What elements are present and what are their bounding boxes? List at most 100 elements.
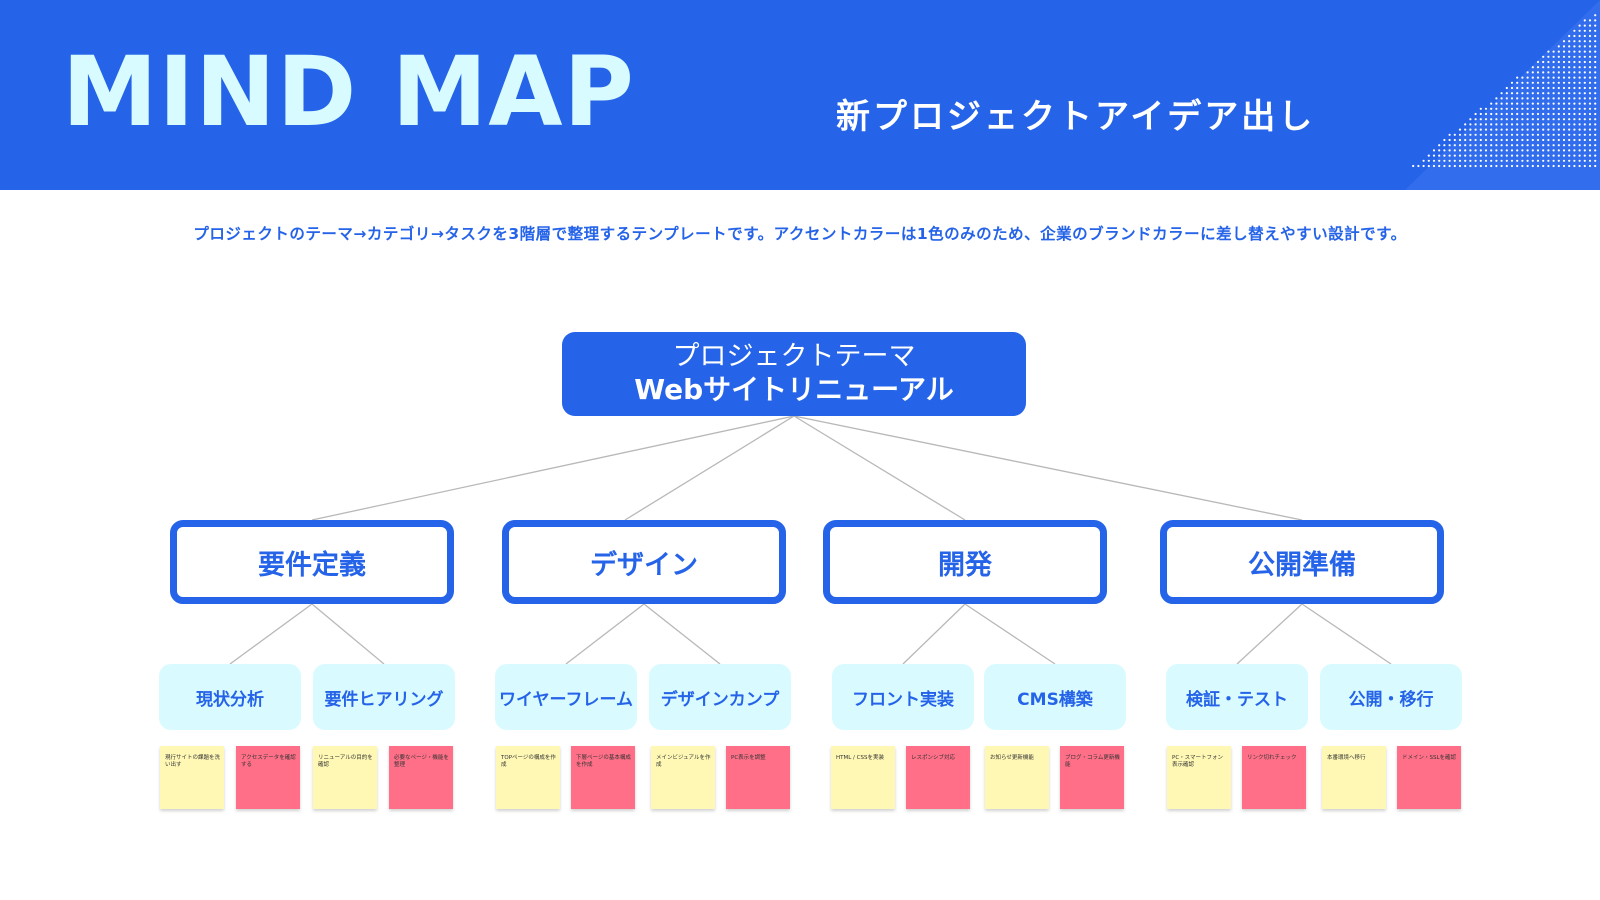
task-node-release-migration[interactable]: 公開・移行	[1320, 664, 1462, 730]
sticky-note[interactable]: アクセスデータを確認する	[236, 746, 300, 809]
decor-dot	[1588, 81, 1592, 84]
decor-dot	[1583, 76, 1586, 79]
category-node-design[interactable]: デザイン	[502, 520, 786, 604]
sticky-note[interactable]: 必要なページ・機能を整理	[389, 746, 453, 809]
decor-dot	[1568, 144, 1571, 147]
decor-dot	[1557, 149, 1560, 152]
decor-dot	[1500, 112, 1503, 116]
decor-dot	[1562, 107, 1566, 110]
decor-dot	[1484, 159, 1488, 162]
decor-dot	[1521, 154, 1524, 157]
decor-dot	[1474, 118, 1477, 121]
task-node-design-comp[interactable]: デザインカンプ	[649, 664, 791, 730]
decor-dot	[1594, 118, 1597, 121]
decor-dot	[1573, 97, 1576, 100]
decor-dot	[1516, 138, 1519, 142]
decor-dot	[1542, 164, 1545, 168]
connector-cat4-task1	[1236, 603, 1303, 665]
decor-dot	[1557, 92, 1560, 95]
task-node-cms-build[interactable]: CMS構築	[984, 664, 1126, 730]
decor-dot	[1552, 154, 1555, 157]
connector-cat2-task1	[565, 603, 645, 665]
decor-dot	[1536, 97, 1540, 100]
decor-dot	[1531, 112, 1534, 116]
decor-dot	[1557, 133, 1560, 136]
decor-dot	[1526, 76, 1529, 79]
decor-dot	[1583, 102, 1586, 105]
task-node-current-analysis[interactable]: 現状分析	[159, 664, 301, 730]
task-node-front-implementation[interactable]: フロント実装	[832, 664, 974, 730]
decor-dot	[1427, 154, 1430, 157]
decor-dot	[1469, 123, 1472, 126]
decor-dot	[1562, 138, 1566, 142]
decor-dot	[1526, 154, 1529, 157]
decor-dot	[1578, 24, 1581, 27]
sticky-note[interactable]: お知らせ更新機能	[985, 746, 1049, 809]
task-node-requirements-hearing[interactable]: 要件ヒアリング	[313, 664, 455, 730]
decor-dot	[1578, 102, 1581, 105]
decor-dot	[1495, 164, 1498, 168]
decor-dot	[1573, 66, 1576, 69]
decor-dot	[1552, 102, 1555, 105]
decor-dot	[1500, 144, 1503, 147]
sticky-note[interactable]: PC表示を調整	[726, 746, 790, 809]
category-node-development[interactable]: 開発	[823, 520, 1107, 604]
decor-dot	[1562, 118, 1566, 121]
decor-dot	[1588, 128, 1592, 131]
decor-dot	[1542, 112, 1545, 116]
task-node-verification-test[interactable]: 検証・テスト	[1166, 664, 1308, 730]
decor-dot	[1443, 138, 1446, 142]
decor-dot	[1583, 97, 1586, 100]
decor-dot	[1531, 123, 1534, 126]
sticky-note[interactable]: ブログ・コラム更新機能	[1060, 746, 1124, 809]
decor-dot	[1500, 154, 1503, 157]
decor-dot	[1573, 149, 1576, 152]
decor-dot	[1495, 102, 1498, 105]
sticky-note[interactable]: 現行サイトの課題を洗い出す	[160, 746, 224, 809]
decor-dot	[1588, 154, 1592, 157]
category-node-requirements[interactable]: 要件定義	[170, 520, 454, 604]
decor-dot	[1547, 123, 1550, 126]
sticky-note[interactable]: 下層ページの基本構成を作成	[571, 746, 635, 809]
sticky-note[interactable]: リニューアルの目的を確認	[313, 746, 377, 809]
sticky-note[interactable]: 本番環境へ移行	[1322, 746, 1386, 809]
decor-dot	[1510, 102, 1514, 105]
decor-dot	[1500, 107, 1503, 110]
decor-dot	[1516, 123, 1519, 126]
decor-dot	[1516, 128, 1519, 131]
sticky-note[interactable]: ドメイン・SSLを確認	[1397, 746, 1461, 809]
category-node-release-prep[interactable]: 公開準備	[1160, 520, 1444, 604]
decor-dot	[1526, 133, 1529, 136]
decor-dot	[1531, 97, 1534, 100]
decor-dot	[1484, 112, 1488, 116]
decor-dot	[1542, 154, 1545, 157]
decor-dot	[1583, 92, 1586, 95]
decor-dot	[1562, 71, 1566, 74]
sticky-note[interactable]: HTML / CSSを実装	[831, 746, 895, 809]
decor-dot	[1578, 50, 1581, 53]
decor-dot	[1594, 45, 1597, 48]
decor-dot	[1542, 107, 1545, 110]
decor-dot	[1583, 107, 1586, 110]
decor-dot	[1547, 144, 1550, 147]
decor-dot	[1588, 159, 1592, 162]
sticky-note[interactable]: メインビジュアルを作成	[651, 746, 715, 809]
sticky-note[interactable]: PC・スマートフォン表示確認	[1167, 746, 1231, 809]
sticky-note[interactable]: TOPページの構成を作成	[496, 746, 560, 809]
decor-dot	[1583, 40, 1586, 43]
task-node-wireframe[interactable]: ワイヤーフレーム	[495, 664, 637, 730]
decor-dot	[1588, 123, 1592, 126]
decor-dot	[1438, 154, 1441, 157]
sticky-note[interactable]: リンク切れチェック	[1242, 746, 1306, 809]
decor-dot	[1484, 154, 1488, 157]
decor-dot	[1588, 19, 1592, 22]
decor-dot	[1583, 66, 1586, 69]
decor-dot	[1521, 118, 1524, 121]
decor-dot	[1557, 60, 1560, 64]
root-node[interactable]: プロジェクトテーマ Webサイトリニューアル	[562, 332, 1026, 416]
decor-dot	[1495, 97, 1498, 100]
decor-dot	[1479, 128, 1482, 131]
decor-dot	[1542, 71, 1545, 74]
sticky-note[interactable]: レスポンシブ対応	[906, 746, 970, 809]
decor-dot	[1427, 159, 1430, 162]
